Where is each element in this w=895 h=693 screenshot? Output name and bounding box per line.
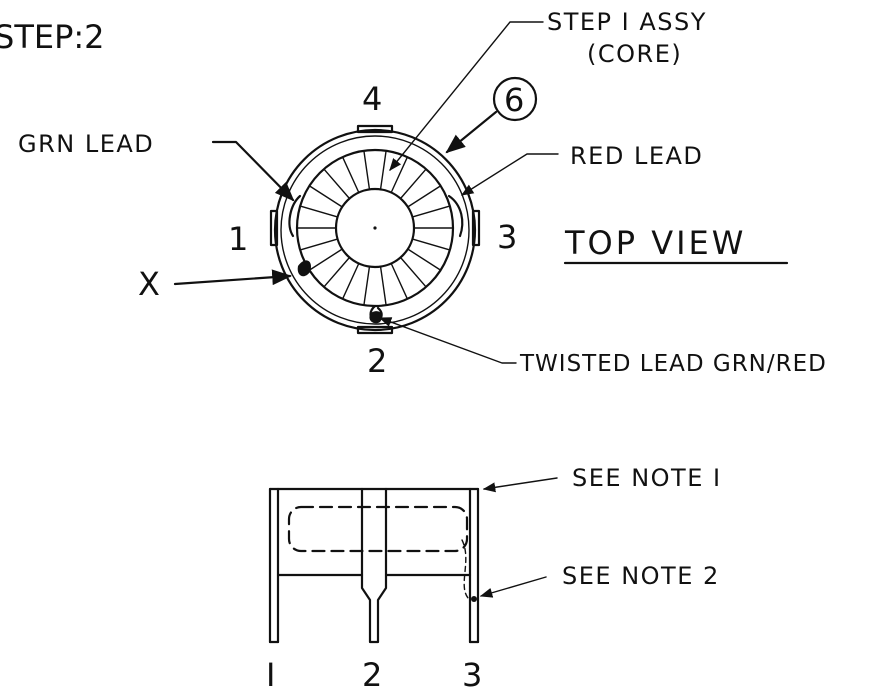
hidden-lead-wire: [461, 539, 469, 599]
winding-segment: [363, 151, 371, 190]
winding-segment: [300, 238, 338, 251]
red-lead-label: RED LEAD: [570, 142, 703, 170]
x-solder-point: [297, 260, 311, 277]
twisted-lead-label: TWISTED LEAD GRN/RED: [519, 351, 827, 377]
winding-segment: [412, 205, 450, 218]
winding-segment: [323, 169, 350, 199]
grn-lead-wire: [288, 194, 302, 238]
grn-lead-leader: [211, 140, 295, 202]
winding-segment: [379, 151, 387, 190]
step1-assy-leader: [389, 21, 544, 171]
see-note-2-label: SEE NOTE 2: [562, 562, 720, 590]
winding-segment: [407, 248, 441, 271]
pin-number-2: 2: [367, 342, 387, 380]
see-note-2-leader: [479, 576, 547, 598]
step-label: STEP:2: [0, 18, 105, 56]
red-lead-wire: [447, 194, 464, 238]
top-view: 4 1 3 2 STEP I ASSY (CORE) 6 GRN LEAD RE…: [18, 8, 827, 380]
winding-segment: [390, 263, 408, 299]
winding-segment: [342, 263, 360, 299]
winding-segment: [323, 257, 350, 287]
winding-segment: [390, 157, 408, 193]
item-balloon-number: 6: [504, 81, 524, 119]
side-pin-number-3: 3: [462, 656, 482, 693]
step1-assy-label: STEP I ASSY: [547, 8, 707, 36]
twisted-lead-leader: [378, 317, 517, 364]
pin-tab-2: [356, 325, 394, 335]
winding-segment: [379, 266, 387, 305]
winding-segment: [309, 248, 343, 271]
hidden-core-outline: [287, 505, 469, 553]
can-inner-rim: [280, 135, 470, 325]
can-outer-rim: [273, 128, 477, 332]
toroid-windings: [297, 151, 453, 305]
winding-segment: [300, 205, 338, 218]
side-pin-number-1: I: [266, 656, 275, 693]
pin-tab-3: [471, 209, 481, 247]
item-balloon-leader: [445, 110, 498, 154]
pin-tab-4: [356, 124, 394, 134]
pin-number-1: 1: [228, 220, 248, 258]
x-marker-label: X: [138, 265, 160, 303]
view-title: TOP VIEW: [564, 224, 746, 262]
winding-segment: [342, 157, 360, 193]
toroid-core-hole: [334, 187, 416, 269]
winding-segment: [407, 185, 441, 208]
winding-segment: [400, 169, 427, 199]
red-lead-leader: [460, 153, 559, 196]
pin-number-4: 4: [362, 80, 382, 118]
winding-segment: [309, 185, 343, 208]
side-pin-number-2: 2: [362, 656, 382, 693]
pin-tab-1: [269, 209, 279, 247]
see-note-1-label: SEE NOTE I: [572, 464, 722, 492]
see-note-1-leader: [482, 477, 558, 493]
core-center: [373, 226, 377, 230]
twisted-lead-solder: [369, 311, 383, 324]
grn-lead-label: GRN LEAD: [18, 130, 154, 158]
winding-segment: [363, 266, 371, 305]
item-balloon: [492, 76, 538, 122]
lead-solder-point: [471, 596, 477, 602]
step1-assy-core-label: (CORE): [587, 40, 682, 68]
pin-number-3: 3: [497, 218, 517, 256]
side-view: SEE NOTE I SEE NOTE 2 I 2 3: [266, 464, 722, 693]
winding-segment: [412, 238, 450, 251]
x-marker-leader: [173, 269, 292, 286]
pin-2-outline: [360, 487, 388, 644]
winding-segment: [400, 257, 427, 287]
